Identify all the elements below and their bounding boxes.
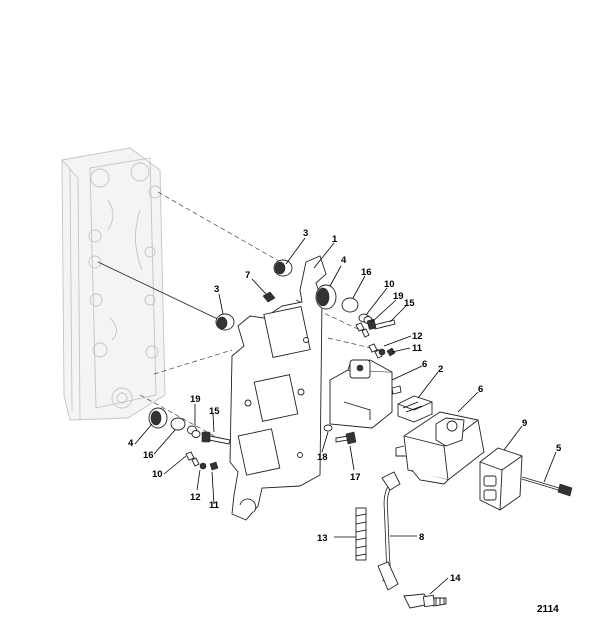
callout-10: 10 [152,469,163,480]
callout-19: 19 [190,394,201,405]
callout-5: 5 [556,443,562,454]
callout-15: 15 [209,406,220,417]
sleeve-part-13 [355,507,367,561]
callout-2: 2 [438,364,443,375]
callout-11: 11 [209,500,220,511]
callout-3: 3 [303,228,308,239]
callout-12: 12 [412,331,423,342]
callout-12: 12 [190,492,201,503]
callout-labels: 3 1 4 16 10 19 15 7 3 12 11 6 2 6 9 5 19… [128,228,562,584]
spark-plug-part-14 [403,593,447,609]
upper-hardware-stack [215,259,396,359]
callout-16: 16 [361,267,372,278]
connector-part-2 [397,395,433,423]
callout-10: 10 [384,279,395,290]
spark-plug-lead [377,471,401,591]
callout-6: 6 [422,359,427,370]
ignition-coil-lower [395,411,485,485]
callout-1: 1 [332,234,338,245]
lower-hardware-stack [148,407,357,471]
mounting-plate [229,255,327,521]
callout-7: 7 [245,270,250,281]
long-bolt-part-5 [521,476,573,497]
engine-block-ghost [61,147,166,421]
figure-number: 2114 [537,604,559,615]
leader-lines [134,237,557,595]
callout-16: 16 [143,450,154,461]
callout-8: 8 [419,532,424,543]
callout-19: 19 [393,291,404,302]
ignition-module-upper [329,359,402,429]
callout-6: 6 [478,384,483,395]
callout-18: 18 [317,452,328,463]
callout-4: 4 [341,255,347,266]
callout-15: 15 [404,298,415,309]
callout-4: 4 [128,438,134,449]
callout-3: 3 [214,284,219,295]
callout-13: 13 [317,533,328,544]
callout-17: 17 [350,472,361,483]
callout-14: 14 [450,573,461,584]
module-part-9 [479,447,523,511]
callout-9: 9 [522,418,527,429]
callout-11: 11 [412,343,423,354]
